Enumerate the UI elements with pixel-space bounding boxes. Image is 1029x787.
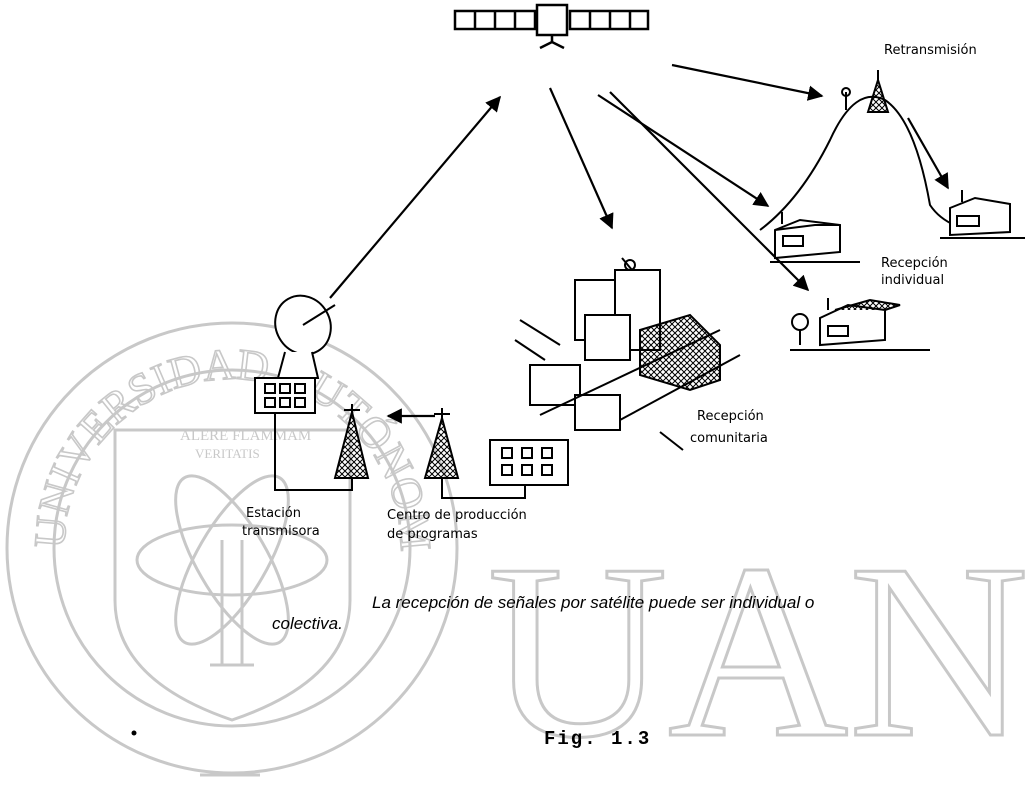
earth-station-dish (254, 294, 336, 414)
downlink-arrow-retransmission (671, 63, 824, 101)
transmitter-tower (274, 404, 370, 491)
house-individual-1 (770, 212, 860, 263)
watermark-motto-2: VERITATIS (195, 446, 260, 461)
community-pointer (659, 431, 684, 451)
caption-line-2: colectiva. (272, 614, 343, 633)
production-center (441, 439, 569, 499)
watermark-motto-1: ALERE FLAMMAM (180, 428, 312, 444)
label-centro-1: Centro de producción (387, 508, 527, 523)
retransmission-arrow (907, 117, 949, 190)
house-individual-3 (790, 298, 930, 351)
uplink-arrow (329, 95, 501, 299)
label-retransmision: Retransmisión (884, 43, 977, 58)
city-buildings (514, 257, 741, 431)
label-estacion-1: Estación (246, 506, 302, 521)
downlink-arrow-community (548, 87, 614, 230)
label-recepcion-comunitaria-1: Recepción (697, 409, 764, 424)
label-recepcion-comunitaria-2: comunitaria (690, 431, 768, 446)
caption-line-1: La recepción de señales por satélite pue… (372, 593, 815, 612)
satellite-icon (453, 3, 650, 50)
downlink-arrow-individual-2 (609, 91, 810, 292)
downlink-arrow-individual-1 (597, 94, 770, 207)
watermark-acronym: UAN (487, 513, 1029, 787)
hill-relay (759, 70, 1006, 234)
label-centro-2: de programas (387, 527, 478, 542)
label-estacion-2: transmisora (242, 524, 320, 539)
label-recepcion-individual-2: individual (881, 273, 945, 288)
label-recepcion-individual-1: Recepción (881, 256, 948, 271)
studio-tower (423, 408, 460, 479)
figure-number: Fig. 1.3 (544, 728, 652, 750)
house-individual-2 (940, 190, 1025, 239)
